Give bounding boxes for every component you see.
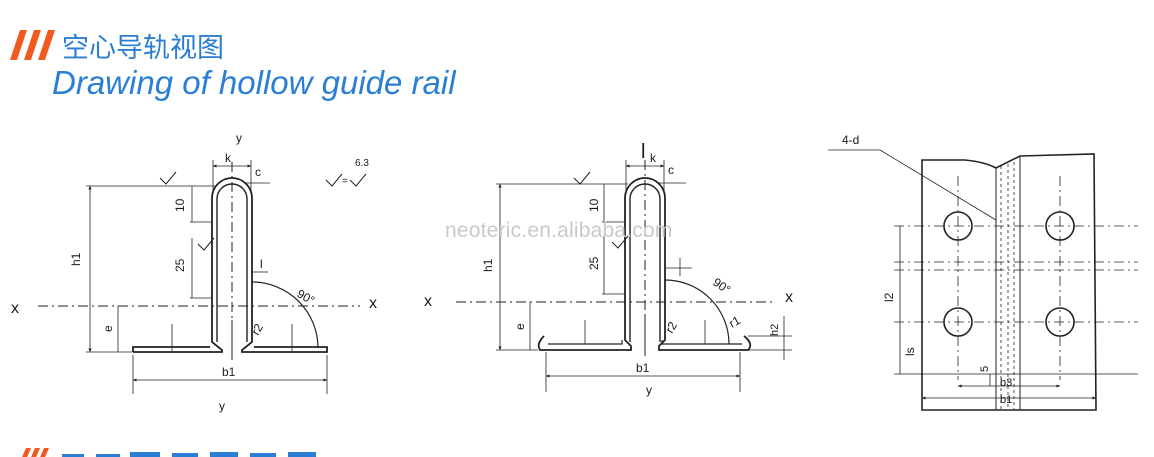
fig3-b1-label: b1 bbox=[1000, 394, 1012, 406]
fig1-dim-10: 10 bbox=[173, 198, 187, 212]
rail-inner-profile bbox=[216, 183, 248, 342]
title-english: Drawing of hollow guide rail bbox=[52, 64, 456, 101]
fig2-dim-25: 25 bbox=[587, 256, 601, 270]
bolt-hole bbox=[943, 307, 973, 337]
fig2-y-bottom: y bbox=[646, 383, 652, 397]
fig3-b3-label: b3 bbox=[1000, 377, 1012, 389]
fig2-lk-subscript: k bbox=[650, 151, 657, 165]
watermark-text: neoteric.en.alibaba.com bbox=[445, 219, 673, 242]
rail-profile-figure-1 bbox=[38, 160, 367, 394]
fig2-lk-label: l bbox=[641, 141, 645, 163]
title-chinese: 空心导轨视图 bbox=[62, 33, 224, 64]
fig2-x-right: x bbox=[785, 289, 793, 306]
cropped-heading-glyphs bbox=[62, 452, 316, 457]
fig2-angle-label: 90° bbox=[710, 275, 733, 297]
rail-outer-profile bbox=[537, 177, 752, 351]
fig2-c-label: c bbox=[668, 163, 674, 177]
fig1-angle-label: 90° bbox=[295, 286, 318, 307]
fig2-dim-10: 10 bbox=[587, 198, 601, 212]
bolt-hole bbox=[943, 211, 973, 241]
fig1-k-label: k bbox=[225, 151, 232, 165]
fig3-l2-label: l2 bbox=[882, 292, 896, 302]
fig2-labels: l k c 10 25 h1 x x e 90° r2 r1 h2 b1 y bbox=[424, 141, 793, 397]
fig1-x-right: x bbox=[369, 295, 377, 312]
fig1-h1-label: h1 bbox=[69, 252, 83, 266]
fig1-l-label: l bbox=[260, 257, 263, 271]
fig2-x-left: x bbox=[424, 293, 432, 310]
rail-plate-outline bbox=[921, 153, 1097, 411]
fig2-h2-label: h2 bbox=[769, 324, 781, 336]
rail-outer-profile bbox=[133, 177, 328, 353]
fig2-e-label: e bbox=[513, 323, 527, 330]
fig1-labels: y k c 10 25 h1 x x e l 90° r2 b1 y 6.3 = bbox=[11, 131, 377, 413]
fig1-x-left: x bbox=[11, 300, 19, 317]
fig2-b1-label: b1 bbox=[636, 361, 650, 375]
fig3-4d-label: 4-d bbox=[842, 133, 859, 147]
fig3-five-label: 5 bbox=[979, 366, 991, 372]
slash-accent-icon bbox=[22, 448, 49, 457]
fig2-h1-label: h1 bbox=[481, 258, 495, 272]
fig1-e-label: e bbox=[101, 325, 115, 332]
fig2-r1-label: r1 bbox=[727, 313, 744, 331]
fig3-ls-label: ls bbox=[903, 347, 917, 356]
fig1-y-bottom: y bbox=[219, 399, 225, 413]
fig3-labels: 4-d l2 ls 5 b3 b1 bbox=[842, 133, 1012, 406]
fig1-y-top: y bbox=[236, 131, 242, 145]
next-section-header-partial bbox=[20, 446, 340, 457]
rail-inner-profile bbox=[629, 183, 661, 342]
rail-profile-figure-2 bbox=[456, 160, 792, 392]
fig1-c-label: c bbox=[255, 165, 261, 179]
bolt-hole bbox=[1045, 307, 1075, 337]
fig1-roughness-value: 6.3 bbox=[355, 158, 369, 169]
rail-side-view-figure-3 bbox=[828, 149, 1138, 411]
fig1-b1-label: b1 bbox=[222, 365, 236, 379]
fig1-dim-25: 25 bbox=[173, 258, 187, 272]
bolt-hole bbox=[1045, 211, 1075, 241]
slash-accent-icon bbox=[10, 30, 55, 60]
fig1-equals: = bbox=[342, 176, 348, 187]
